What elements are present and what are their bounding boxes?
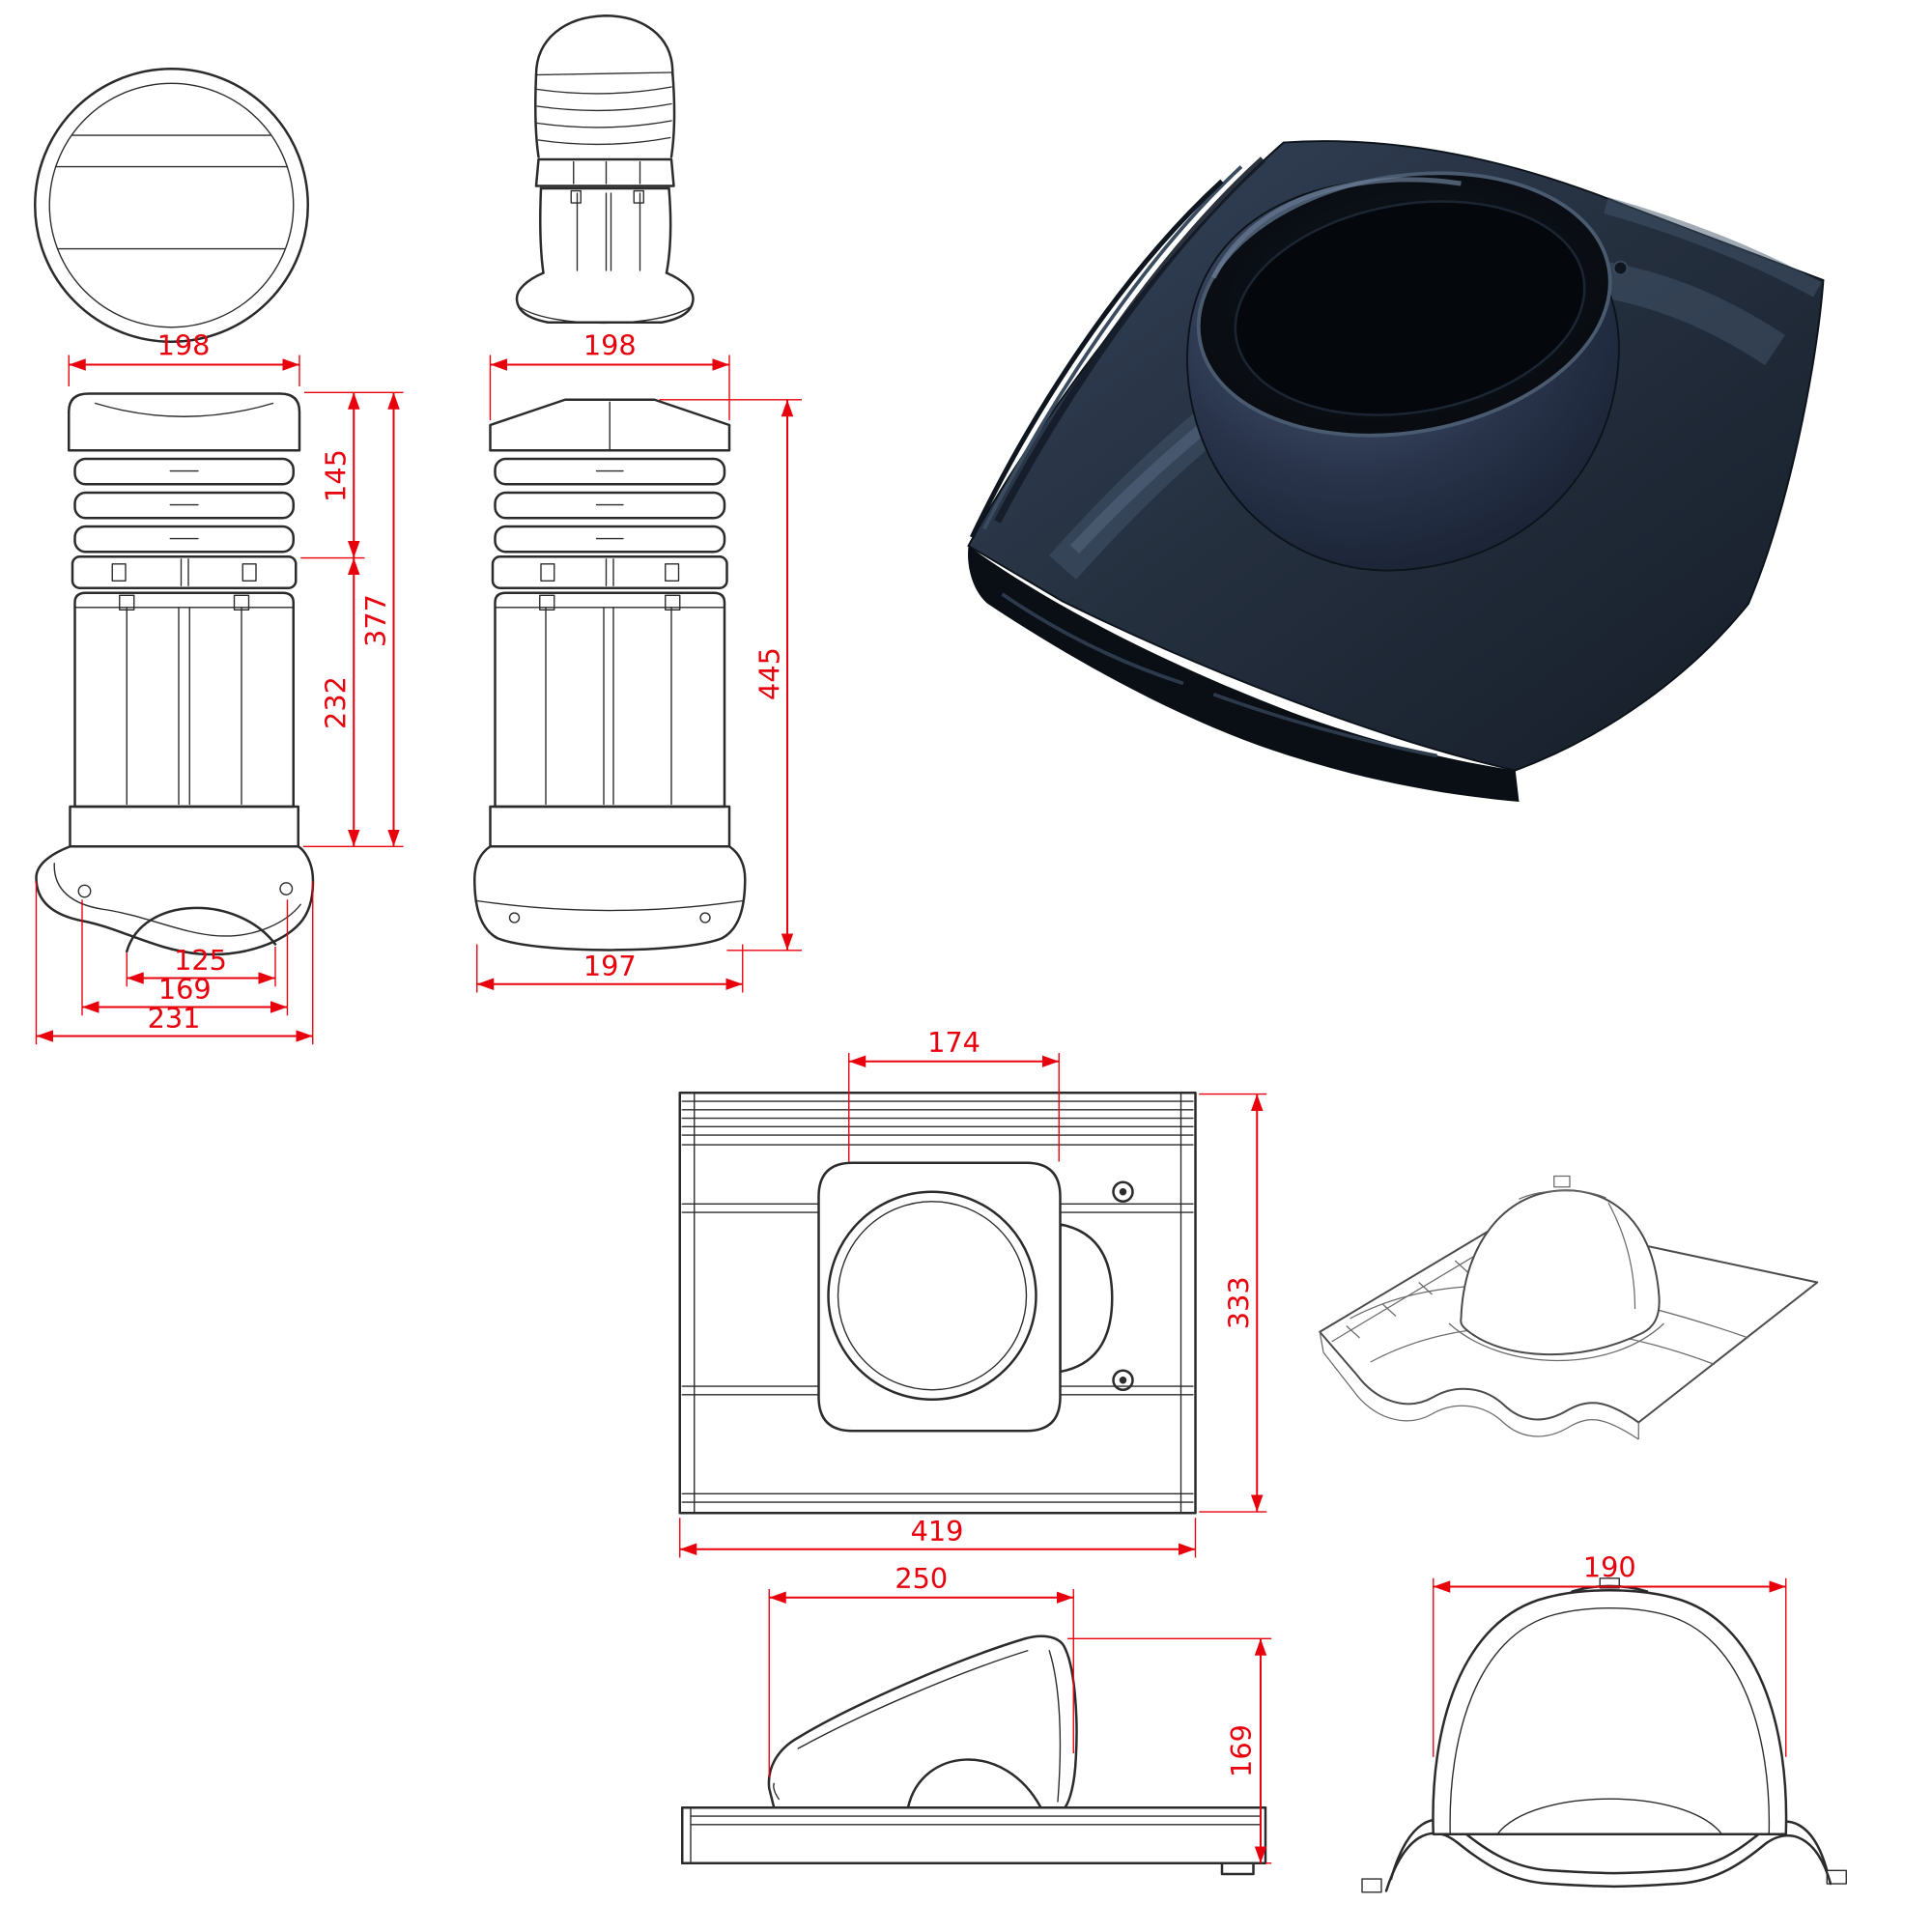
tile-front-edge [968, 546, 1520, 802]
dim-tile-side-assembly-height: 169 [1225, 1724, 1258, 1777]
tile-nail-hole [1612, 260, 1629, 276]
tile-3d-render [967, 140, 1825, 802]
vent-front-dimensions: 198 145 232 377 125 169 231 [35, 329, 404, 1045]
dim-tile-plan-width: 419 [911, 1515, 964, 1548]
cutout-outline [817, 1161, 1062, 1433]
tile-plan-view [678, 1092, 1197, 1515]
tile-plan-dimensions: 174 333 419 [679, 1026, 1267, 1558]
dim-vent-front-body-height: 232 [320, 676, 353, 729]
cover-side-profile [767, 1634, 1078, 1809]
dim-tile-plan-opening-width: 174 [927, 1026, 980, 1059]
vent-side-elevation [473, 398, 747, 952]
screw-boss-bottom [1112, 1369, 1134, 1391]
tile-front-view [1361, 1577, 1847, 1893]
tile-side-dimensions: 250 169 [768, 1562, 1272, 1864]
dim-vent-front-base-outer: 231 [148, 1002, 201, 1035]
tile-front-dimensions: 190 [1433, 1551, 1787, 1757]
screw-boss-top [1112, 1180, 1134, 1203]
vent-top-view [34, 68, 309, 343]
dim-vent-front-base-mid: 169 [158, 973, 212, 1006]
dim-tile-side-cover-length: 250 [895, 1562, 948, 1595]
dim-vent-side-top-width: 198 [583, 329, 637, 362]
dim-tile-front-cover-width: 190 [1583, 1551, 1636, 1584]
dim-vent-side-base-width: 197 [583, 950, 637, 982]
vent-outer-rim [34, 68, 309, 343]
cutout-side-tab [1059, 1223, 1114, 1374]
tile-side-foot [1220, 1861, 1255, 1876]
collar-opening [1196, 171, 1612, 438]
pipe-opening-circle [827, 1190, 1037, 1401]
tile-assembled-3d-view [1319, 1175, 1819, 1440]
vent-side-dimensions: 198 445 197 [476, 329, 802, 993]
cover-front-dome [1432, 1589, 1788, 1835]
vent-front-elevation [35, 392, 315, 956]
dim-vent-front-base-inner: 125 [174, 944, 227, 977]
cover-dome-3d [1460, 1189, 1661, 1356]
dim-vent-side-total-height: 445 [753, 647, 785, 700]
dim-vent-front-upper-height: 145 [320, 449, 353, 502]
vent-inner-rim [48, 82, 295, 328]
dim-vent-front-total-height: 377 [359, 594, 392, 647]
dim-tile-plan-depth: 333 [1223, 1276, 1256, 1329]
vent-perspective-view [515, 14, 695, 325]
dim-vent-front-top-width: 198 [157, 329, 211, 362]
tile-side-elevation [681, 1634, 1267, 1876]
